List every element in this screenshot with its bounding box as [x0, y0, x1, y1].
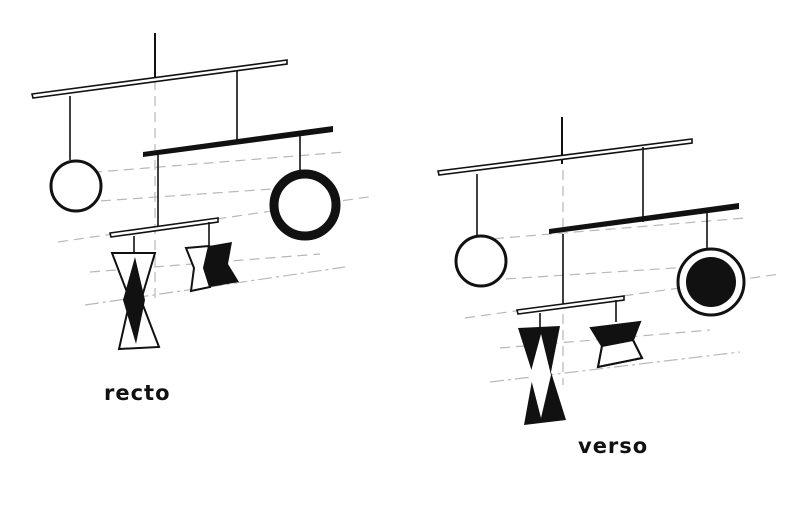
lower-bar — [516, 295, 625, 315]
top-bar — [31, 59, 288, 99]
label-verso: verso — [578, 434, 648, 458]
bowtie-outline — [589, 320, 644, 369]
guide-line — [489, 351, 741, 383]
diamond-shape — [123, 257, 145, 344]
guide-line — [477, 217, 746, 241]
thin-ring — [454, 234, 508, 288]
guide-line — [84, 184, 331, 203]
middle-bar — [549, 203, 739, 234]
middle-bar — [143, 126, 333, 157]
bowtie-flag-black-half — [204, 242, 239, 287]
label-recto: recto — [104, 381, 171, 405]
thick-ring — [269, 169, 341, 241]
mobile-verso — [437, 117, 781, 425]
top-bar — [437, 138, 693, 176]
filled-disc — [686, 257, 736, 307]
thin-ring — [49, 159, 103, 213]
diamond-cutout — [530, 334, 551, 418]
lower-bar — [109, 217, 219, 238]
mobile-recto — [31, 33, 376, 351]
